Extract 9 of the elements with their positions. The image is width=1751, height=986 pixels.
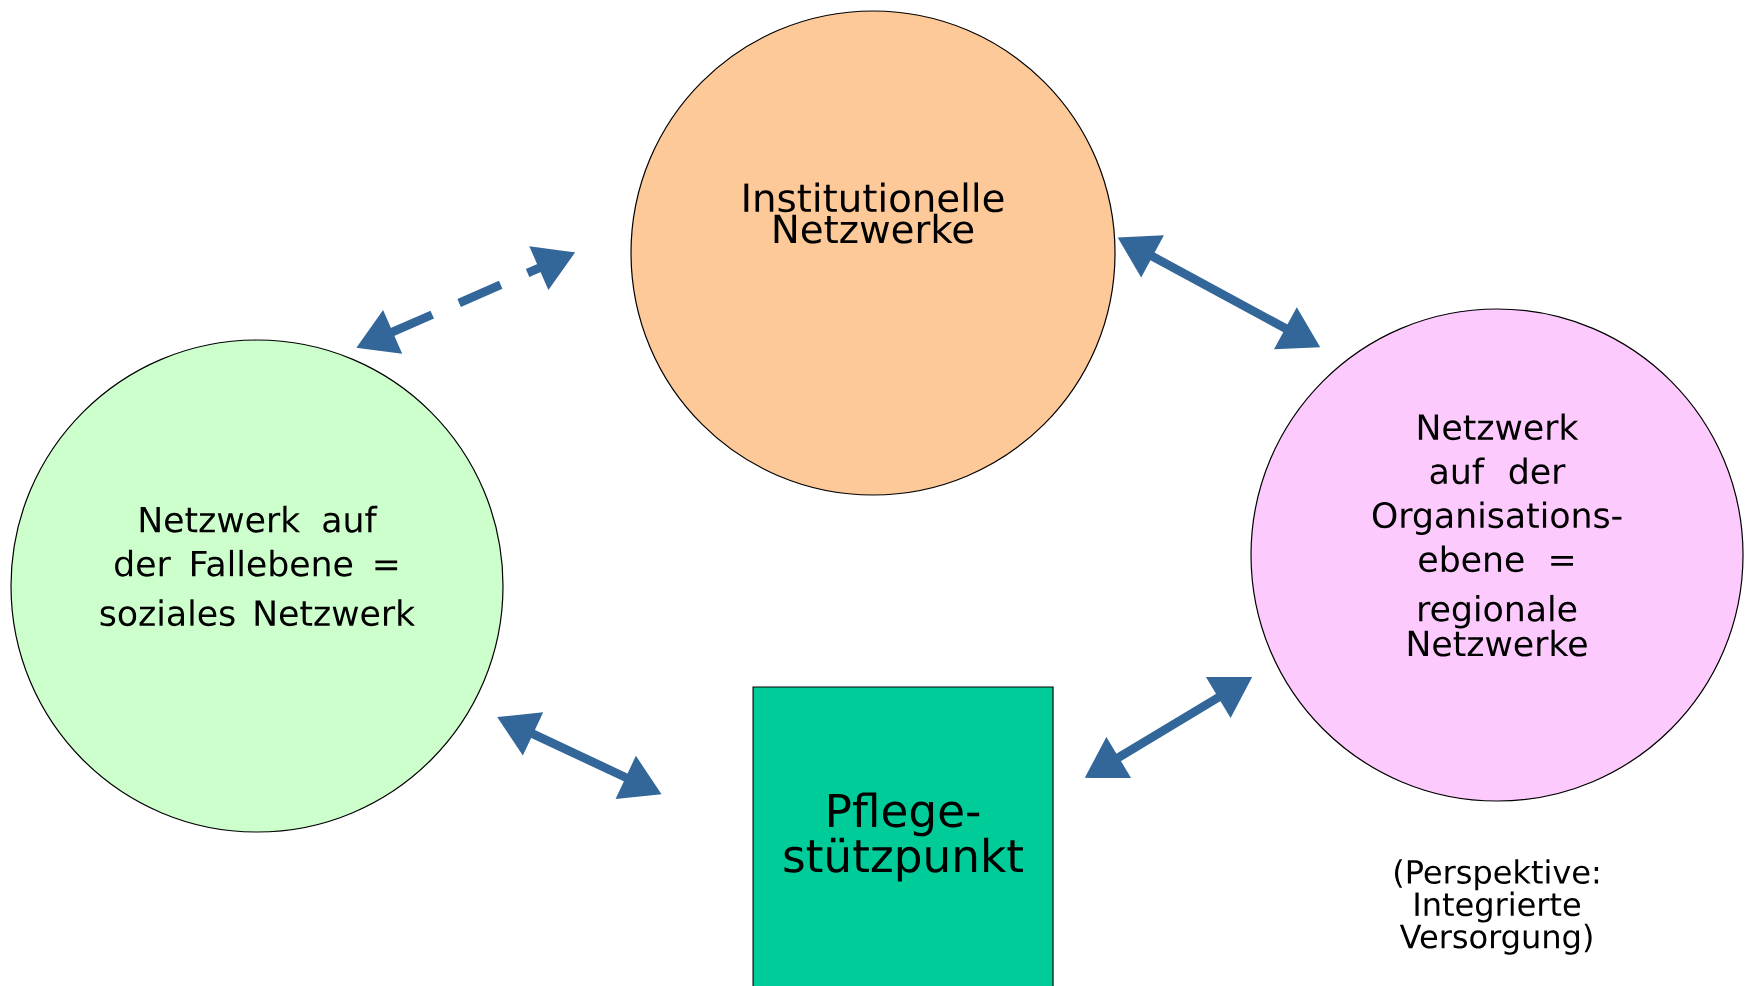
circle-node	[1250, 308, 1744, 802]
node-text: Netzwerk auf der Fallebene = soziales Netzwerk	[100, 505, 416, 627]
circle-node	[630, 10, 1116, 496]
node-text: Institutionelle Netzwerke	[744, 182, 1004, 244]
node-text: Netzwerk auf der Organisations-ebene = regionale Netzwerke	[1372, 413, 1622, 657]
node-text: Pflege-stützpunkt	[784, 792, 1023, 882]
caption-text: (Perspektive: Integrierte Versorgung)	[1395, 859, 1599, 955]
circle-node	[10, 339, 504, 833]
process-box	[752, 686, 1054, 986]
